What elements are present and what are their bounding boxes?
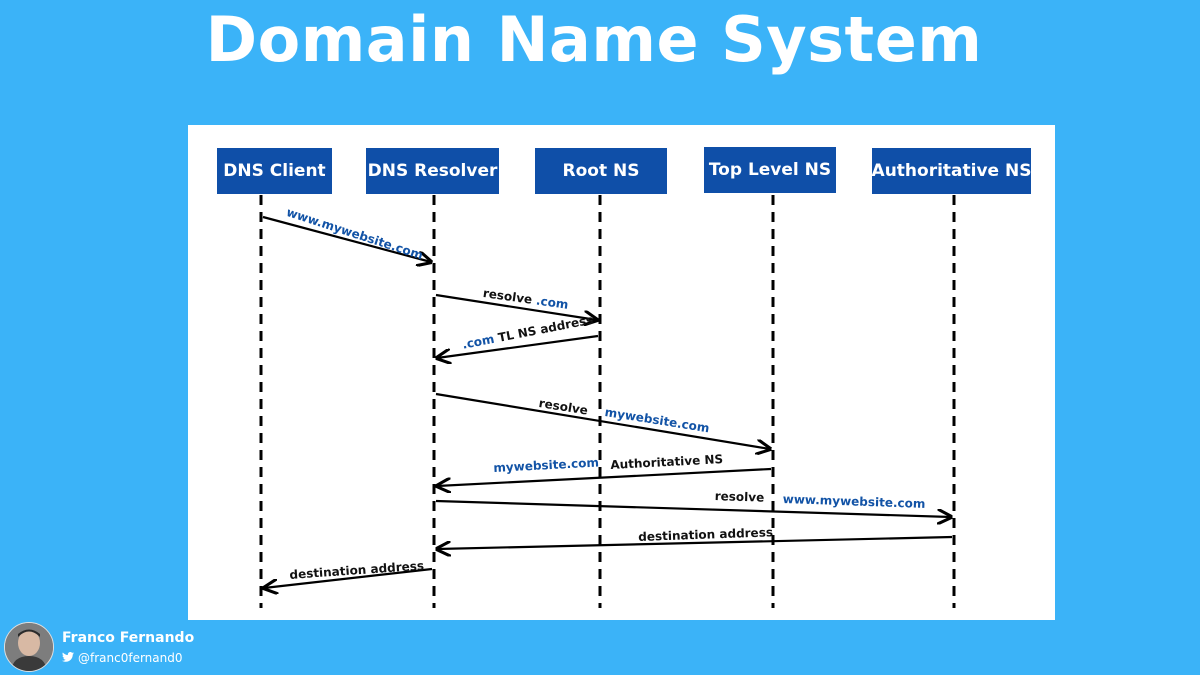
actor-label: Top Level NS [708, 160, 832, 180]
message-label-6a: resolve [715, 489, 765, 505]
message-arrow-1 [262, 215, 431, 262]
message-part: resolve [714, 489, 765, 505]
actor-label: DNS Resolver [367, 161, 498, 181]
message-arrow-6 [435, 499, 951, 517]
message-arrow-2 [435, 293, 597, 320]
author-handle: @franc0fernand0 [78, 651, 183, 665]
actor-top-level-ns: Top Level NS [704, 147, 836, 193]
sequence-diagram-panel: DNS Client DNS Resolver Root NS Top Leve… [188, 125, 1055, 620]
page-title: Domain Name System [205, 3, 983, 76]
sequence-diagram [259, 195, 956, 608]
actor-label: Root NS [562, 161, 640, 181]
twitter-bird-icon [62, 651, 74, 665]
actor-dns-resolver: DNS Resolver [366, 148, 499, 194]
avatar [4, 622, 54, 672]
actor-label: Authoritative NS [871, 161, 1032, 181]
author-handle-row[interactable]: @franc0fernand0 [62, 651, 183, 665]
message-arrow-4 [435, 392, 770, 449]
message-arrow-5 [437, 467, 772, 486]
actor-root-ns: Root NS [535, 148, 667, 194]
actor-dns-client: DNS Client [217, 148, 332, 194]
author-name: Franco Fernando [62, 630, 195, 646]
actor-label: DNS Client [223, 161, 326, 181]
message-arrow-3 [437, 334, 599, 358]
actor-authoritative-ns: Authoritative NS [872, 148, 1031, 194]
author-credit: Franco Fernando @franc0fernand0 [4, 622, 264, 672]
message-arrow-8 [264, 567, 433, 588]
message-arrow-7 [437, 535, 953, 549]
